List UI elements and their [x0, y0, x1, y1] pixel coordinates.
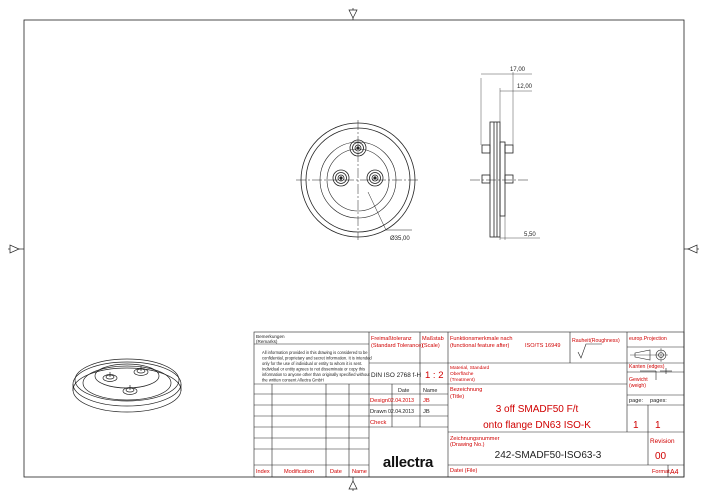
rev-col-modification: Modification	[284, 469, 314, 475]
revision-label: Revision	[650, 438, 675, 445]
iso-feedthrough-3	[122, 385, 138, 395]
title-block	[253, 331, 685, 478]
side-view	[470, 72, 540, 240]
scale-label-de: Maßstab	[422, 336, 444, 342]
drawing-number: 242-SMADF50-ISO63-3	[495, 450, 602, 461]
roughness-symbol-icon	[577, 343, 602, 359]
notice-line: Individual or entity agrees to not disse…	[262, 367, 365, 372]
feedthrough-left	[332, 169, 350, 187]
scale-value: 1 : 2	[425, 370, 444, 381]
edge-symbol-icon	[640, 368, 672, 380]
page-label: page:	[629, 398, 643, 404]
page-value: 1	[633, 420, 639, 431]
rev-col-name: Name	[352, 469, 367, 475]
sheet-frame	[23, 19, 685, 478]
tolerance-value: DIN ISO 2768 f-H	[371, 372, 421, 379]
material-label-en: (Treatment)	[450, 377, 475, 383]
rev-col-date: Date	[330, 469, 342, 475]
allectra-logo: allectra	[383, 454, 434, 471]
projection-label: europ.Projection	[629, 336, 667, 342]
notice-line: confidential, proprietary and secret inf…	[262, 356, 372, 361]
drawn-date: 02.04.2013	[388, 409, 414, 415]
notice-line: the written consent Allectra GmbH	[262, 378, 324, 383]
design-name: JB	[423, 398, 430, 404]
iso-feedthrough-2	[133, 366, 149, 376]
feedthrough-top	[349, 139, 367, 157]
edges-label: Kanten (edges)	[629, 364, 665, 370]
centering-marks	[8, 8, 699, 491]
dimension-5-50: 5,50	[524, 232, 536, 238]
history-col-date: Date	[398, 388, 409, 394]
format-value: A4	[670, 469, 679, 476]
title-label-de: Bezeichnung	[450, 387, 482, 393]
drawn-label: Drawn	[370, 409, 387, 415]
file-label: Datei (File)	[450, 468, 477, 474]
roughness-label-en: (Roughness)	[590, 338, 620, 344]
iso-feedthrough-1	[102, 372, 118, 382]
notice-line: All information provided in this drawing…	[262, 350, 368, 355]
rev-col-index: Index	[256, 469, 270, 475]
design-label: Design	[370, 398, 388, 404]
diameter-dimension: Ø35,00	[390, 236, 410, 242]
notice-line: information to anyone other than origina…	[262, 372, 371, 377]
title-label-en: (Title)	[450, 394, 464, 400]
check-label: Check	[370, 420, 387, 426]
notice-line: only for the use of individual or entity…	[262, 361, 362, 366]
dimension-12: 12,00	[517, 84, 533, 90]
drawn-name: JB	[423, 409, 430, 415]
first-angle-projection-icon	[630, 348, 668, 362]
weight-label-de: Gewicht	[629, 377, 648, 383]
functional-label-en: (functional feature after)	[450, 343, 510, 349]
material-label-de2: Oberfläche	[450, 371, 474, 377]
weight-label-en: (weigh)	[629, 383, 646, 389]
front-view	[296, 120, 420, 240]
drawing-no-label-en: (Drawing No.)	[450, 442, 485, 448]
logo-text: allectra	[383, 454, 434, 471]
design-date: 02.04.2013	[388, 398, 414, 404]
title-line-2: onto flange DN63 ISO-K	[483, 420, 591, 431]
remarks-label-en: (Remarks)	[256, 339, 278, 344]
scale-label-en: (Scale)	[422, 343, 440, 349]
revision-value: 00	[655, 451, 667, 462]
pages-label: pages:	[650, 398, 667, 404]
history-col-name: Name	[423, 388, 437, 394]
tolerance-label-en: (Standard Tolerance)	[371, 343, 423, 349]
feedthrough-right	[366, 169, 384, 187]
format-label: Format	[652, 469, 670, 475]
drawing-no-label-de: Zeichnungsnummer	[450, 436, 500, 442]
title-line-1: 3 off SMADF50 F/t	[496, 404, 579, 415]
remarks-label-de: Bemerkungen	[256, 334, 285, 339]
confidentiality-notice: All information provided in this drawing…	[262, 350, 372, 383]
functional-value: ISO/TS 16949	[525, 343, 560, 349]
dimension-17: 17,00	[510, 67, 526, 73]
tolerance-label-de: Freimaßtoleranz	[371, 336, 412, 342]
roughness-label-de: Rauheit	[572, 338, 590, 344]
isometric-view	[72, 358, 182, 413]
functional-label-de: Funktionsmerkmale nach	[450, 336, 513, 342]
pages-value: 1	[655, 420, 661, 431]
material-label-de: Material, Standard	[450, 365, 490, 371]
